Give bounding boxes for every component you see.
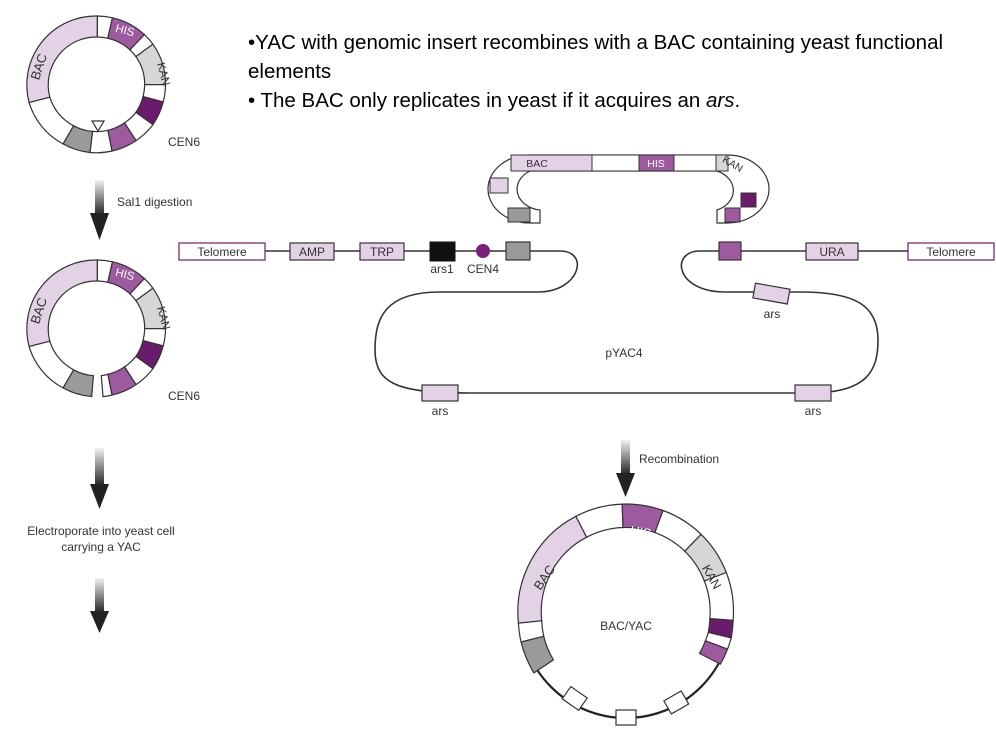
spacer-segment xyxy=(89,129,113,154)
yac-backbone xyxy=(265,250,908,394)
amp-box xyxy=(289,242,335,261)
his-label: HIS xyxy=(114,23,136,40)
arrow-shaft xyxy=(95,578,104,613)
arrow-shaft xyxy=(95,448,104,486)
trp-box xyxy=(359,242,405,261)
top-bac-spacer-box xyxy=(673,154,717,172)
arrow-electroporate xyxy=(90,448,109,509)
telomere-left-box xyxy=(178,242,266,261)
top-left-gray xyxy=(507,207,531,223)
bac-circle-intact: BAC HIS KAN CEN6 xyxy=(26,15,200,154)
spacer-segment xyxy=(100,373,113,398)
ura-label: URA xyxy=(819,245,844,259)
top-bac-hairpin: BAC HIS KAN xyxy=(487,154,770,224)
gray-element xyxy=(505,241,531,261)
bullet-2: • The BAC only replicates in yeast if it… xyxy=(248,86,968,115)
cen6-label: CEN6 xyxy=(168,389,200,403)
result-his-label: HIS xyxy=(629,523,652,540)
result-name-label: BAC/YAC xyxy=(600,619,652,633)
amp-label: AMP xyxy=(299,245,325,259)
sal1-digestion-label: Sal1 digestion xyxy=(117,195,192,209)
purple-element xyxy=(718,241,742,261)
electroporate-label-line2: carrying a YAC xyxy=(61,540,141,554)
his-label: HIS xyxy=(114,267,136,284)
top-bac-kan-box xyxy=(715,154,729,172)
description-bullets: •YAC with genomic insert recombines with… xyxy=(248,28,968,115)
bullet-2-text: • The BAC only replicates in yeast if it… xyxy=(248,89,701,112)
cen4-label: CEN4 xyxy=(467,262,499,276)
result-ars-box xyxy=(561,685,589,712)
top-bac-bac-box xyxy=(510,154,593,172)
ars-box-upper-right xyxy=(752,282,791,305)
ura-box xyxy=(805,242,859,261)
bac-circle-linearised: BAC HIS KAN CEN6 xyxy=(26,259,200,403)
sal1-site-marker xyxy=(90,120,106,133)
telomere-right-box xyxy=(907,242,995,261)
bullet-2-end: . xyxy=(734,89,741,112)
arrow-to-recombination xyxy=(90,578,109,633)
electroporate-label-line1: Electroporate into yeast cell xyxy=(27,524,174,538)
bullet-1: •YAC with genomic insert recombines with… xyxy=(248,31,944,83)
arrow-shaft xyxy=(621,440,630,475)
bac-yac-circle: BAC HIS KAN BAC/YAC xyxy=(517,503,735,726)
arrow-head xyxy=(90,213,109,240)
top-right-purple xyxy=(724,207,741,223)
bullet-2-ars: ars xyxy=(706,89,735,112)
recombination-label: Recombination xyxy=(639,452,719,466)
arrow-head xyxy=(616,473,635,497)
ars-label-lower-right: ars xyxy=(805,404,822,418)
top-left-light-purple xyxy=(489,177,509,194)
telomere-left-label: Telomere xyxy=(197,245,247,259)
result-ars-box xyxy=(615,709,637,726)
kan-label: KAN xyxy=(154,305,172,331)
result-gray-segment xyxy=(520,635,555,674)
arrow-sal1 xyxy=(90,180,109,240)
result-ars-box xyxy=(663,690,690,715)
ars-box-lower-left xyxy=(421,384,459,402)
arrow-shaft xyxy=(95,180,104,215)
ars1-box xyxy=(429,241,456,262)
spacer-segment xyxy=(28,340,75,389)
result-purple-segment xyxy=(698,640,729,665)
cen6-label: CEN6 xyxy=(168,135,200,149)
ars-box-lower-right xyxy=(794,384,832,402)
top-bac-spacer-box xyxy=(591,154,640,172)
telomere-right-label: Telomere xyxy=(926,245,976,259)
kan-label: KAN xyxy=(154,61,172,87)
top-bac-label: BAC xyxy=(526,158,548,170)
trp-label: TRP xyxy=(370,245,394,259)
top-right-cen6 xyxy=(740,192,757,208)
ars-label-lower-left: ars xyxy=(432,404,449,418)
arrow-head xyxy=(90,484,109,509)
pyac4-label: pYAC4 xyxy=(605,346,642,360)
arrow-recombination xyxy=(616,440,635,497)
top-his-label: HIS xyxy=(647,158,665,170)
arrow-head xyxy=(90,611,109,633)
cen4-dot xyxy=(476,244,490,258)
ars-label-upper-right: ars xyxy=(764,307,781,321)
spacer-segment xyxy=(28,96,75,145)
pyac4-diagram: Telomere AMP TRP ars1 CEN4 URA Telomere … xyxy=(178,241,995,418)
ars1-label: ars1 xyxy=(430,262,454,276)
